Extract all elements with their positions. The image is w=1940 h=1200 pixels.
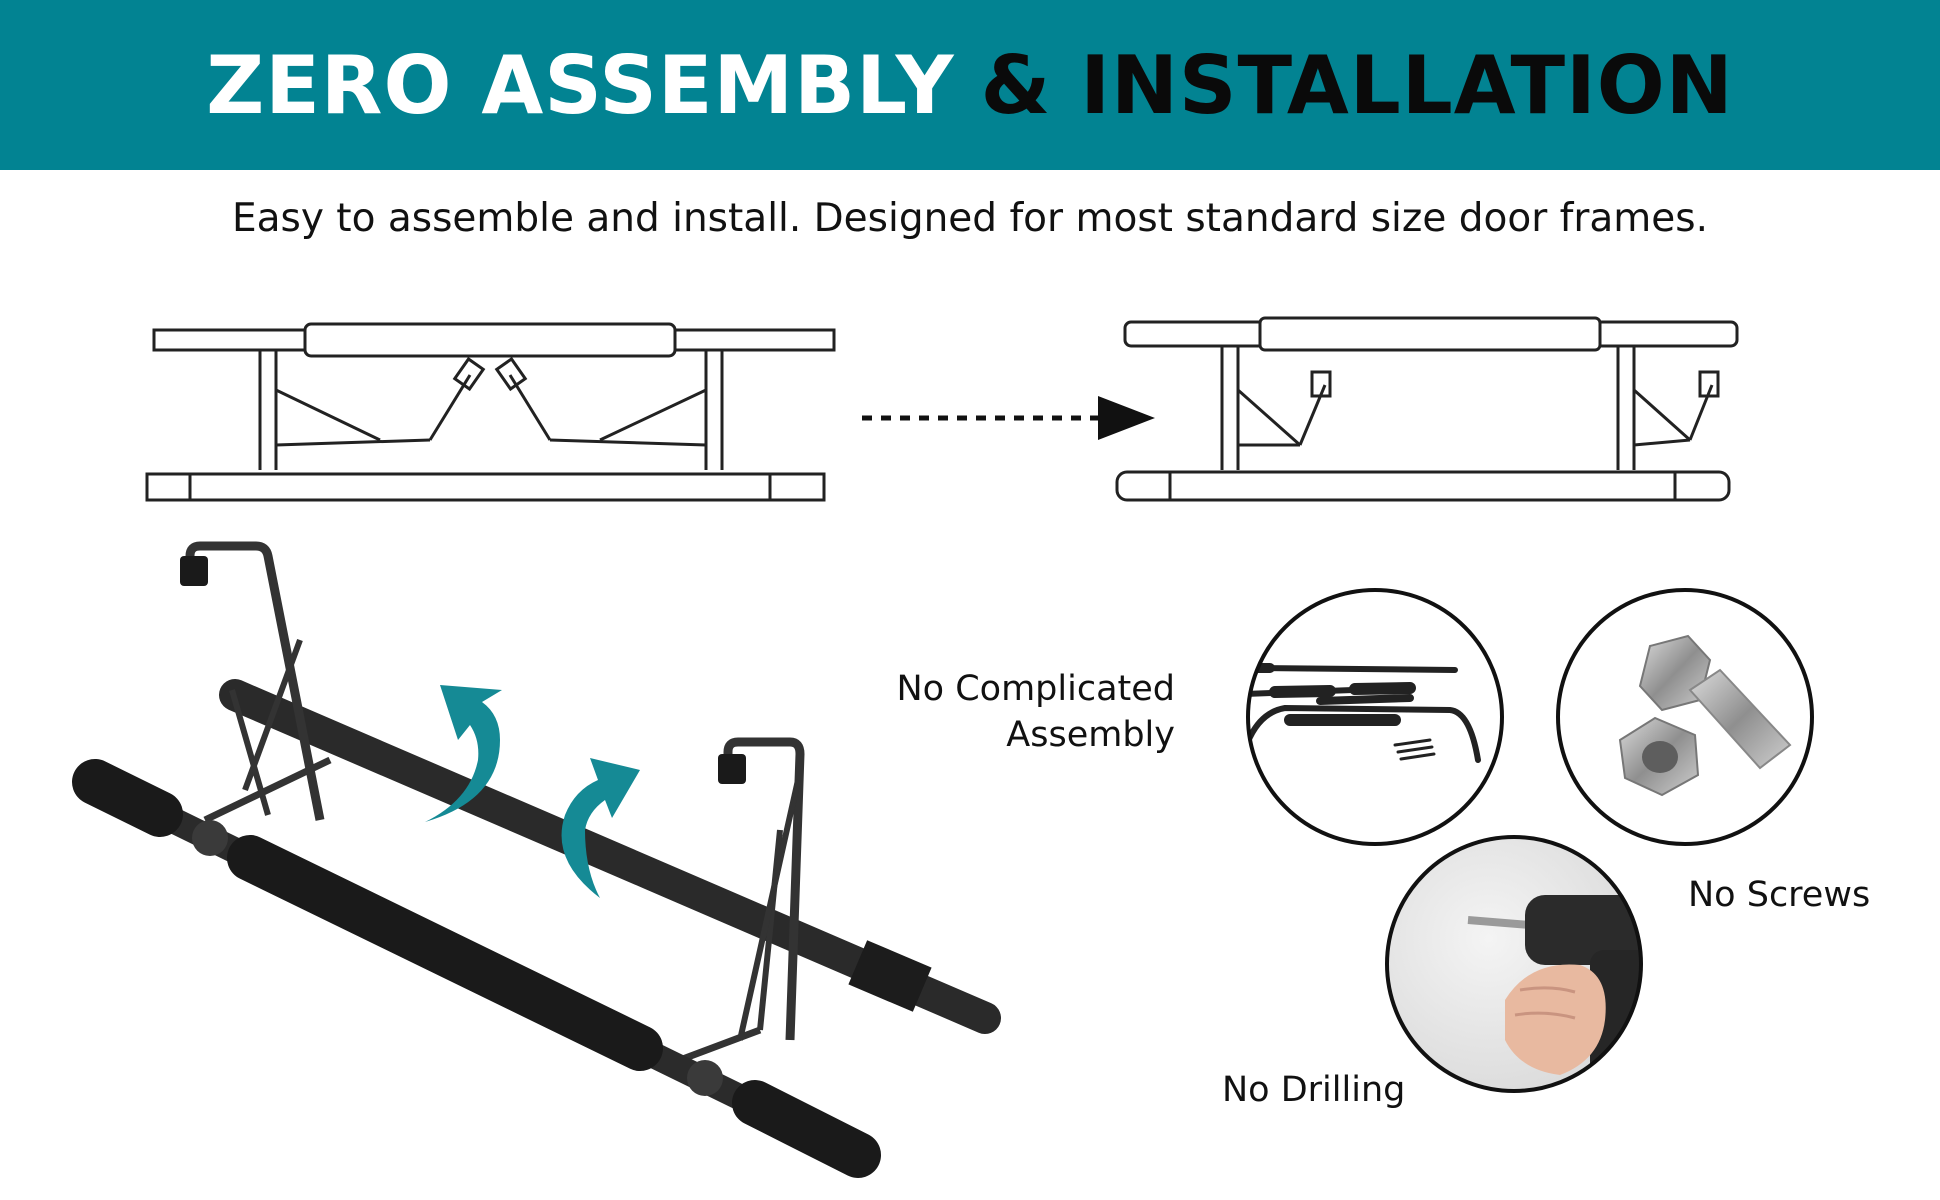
bar-parts-icon [1246,588,1504,846]
title-black-part: & INSTALLATION [980,38,1734,132]
feature-no-screws: No Screws [1688,875,1871,915]
header-banner [0,0,1940,170]
diagram-disassembled [145,322,836,502]
feature-no-assembly-line1: No Complicated [896,669,1176,709]
bolt-nut-icon [1556,588,1814,846]
curved-arrow-icon [425,685,640,898]
diagram-assembled [1115,316,1739,502]
pull-up-bar-photo [72,541,1001,1178]
feature-no-assembly: No Complicated Assembly [897,666,1176,758]
dotted-arrow-icon [862,396,1155,440]
drill-icon [1385,835,1643,1093]
title-white-part: ZERO ASSEMBLY [206,38,955,132]
feature-no-assembly-line2: Assembly [1006,715,1175,755]
page-title: ZERO ASSEMBLY & INSTALLATION [0,0,1940,170]
feature-no-drilling: No Drilling [1222,1070,1406,1110]
subtitle-text: Easy to assemble and install. Designed f… [231,196,1709,241]
